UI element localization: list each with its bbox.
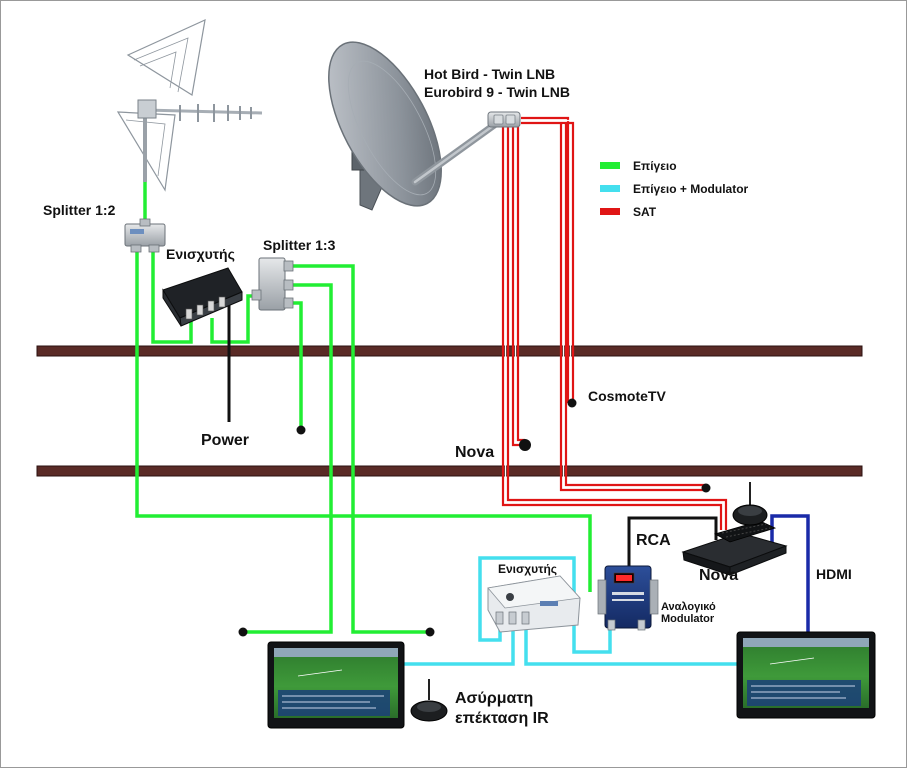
splitter-icon xyxy=(124,218,166,253)
hdmi-cable xyxy=(770,514,810,634)
nova-receiver-label: Nova xyxy=(699,567,738,584)
floor-beam-upper xyxy=(36,345,863,357)
ir-extender-icon xyxy=(410,679,448,722)
power-label: Power xyxy=(201,432,249,449)
modulator-icon xyxy=(597,565,659,631)
amplifier-icon xyxy=(162,267,243,327)
outlet-dot xyxy=(701,483,711,493)
satellite-dish-icon xyxy=(328,41,521,211)
legend-swatch-modulator xyxy=(600,185,620,192)
outlet-dot xyxy=(238,627,248,637)
modulator-label-line2: Modulator xyxy=(661,613,715,625)
splitter-icon xyxy=(251,257,294,311)
modulator-label-line1: Αναλογικό xyxy=(661,601,716,613)
outlet-dot xyxy=(567,398,577,408)
outlet-dot xyxy=(425,627,435,637)
ir-extender-icon xyxy=(732,482,768,526)
splitter-1-2-label: Splitter 1:2 xyxy=(43,202,116,218)
outlet-dot xyxy=(519,439,531,451)
nova-top-label: Nova xyxy=(455,444,494,461)
ir-label-line1: Ασύρματη xyxy=(455,690,533,707)
sat-label-line1: Hot Bird - Twin LNB xyxy=(424,66,555,82)
cosmote-label: CosmoteTV xyxy=(588,388,666,404)
rca-cable xyxy=(627,516,718,572)
terrestrial-antenna-icon xyxy=(116,18,263,192)
modulator-wiring xyxy=(404,556,740,666)
tv-icon xyxy=(736,631,876,719)
legend: Επίγειο Επίγειο + Modulator SAT xyxy=(600,159,749,219)
receiver-icon xyxy=(681,520,788,576)
ir-label-line2: επέκταση IR xyxy=(455,710,549,727)
hdmi-label: HDMI xyxy=(816,566,852,582)
sat-label-line2: Eurobird 9 - Twin LNB xyxy=(424,84,570,100)
rca-label: RCA xyxy=(636,532,671,549)
legend-swatch-sat xyxy=(600,208,620,215)
legend-label-sat: SAT xyxy=(633,205,657,219)
legend-label-terrestrial: Επίγειο xyxy=(633,159,677,173)
power-cable xyxy=(224,296,231,422)
tv-icon xyxy=(267,641,405,729)
amplifier-bottom-label: Ενισχυτής xyxy=(498,562,557,576)
splitter-1-3-label: Splitter 1:3 xyxy=(263,237,336,253)
amplifier-icon xyxy=(487,575,581,633)
amplifier-top-label: Ενισχυτής xyxy=(166,246,235,262)
legend-swatch-terrestrial xyxy=(600,162,620,169)
outlet-dot xyxy=(296,425,306,435)
floor-beam-lower xyxy=(36,465,863,477)
sat-wiring xyxy=(501,116,728,530)
legend-label-modulator: Επίγειο + Modulator xyxy=(633,182,749,196)
